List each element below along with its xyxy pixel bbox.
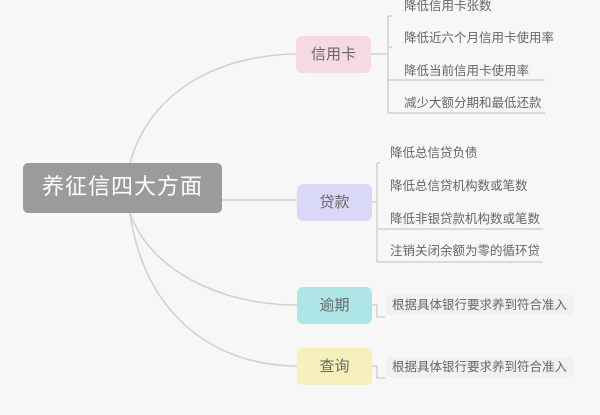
leaf-node[interactable]: 根据具体银行要求养到符合准入 (386, 295, 574, 315)
leaf-node[interactable]: 根据具体银行要求养到符合准入 (386, 357, 574, 377)
leaf-node[interactable]: 降低近六个月信用卡使用率 (404, 30, 555, 45)
root-node[interactable]: 养征信四大方面 (23, 163, 222, 213)
leaf-node[interactable]: 降低信用卡张数 (404, 0, 492, 13)
leaf-node[interactable]: 减少大额分期和最低还款 (404, 95, 542, 110)
leaf-node[interactable]: 降低非银贷款机构数或笔数 (390, 211, 541, 226)
leaf-node[interactable]: 降低总信贷负债 (390, 145, 478, 160)
branch-credit-card[interactable]: 信用卡 (296, 36, 371, 73)
branch-overdue[interactable]: 逾期 (297, 287, 372, 324)
leaf-node[interactable]: 降低当前信用卡使用率 (404, 63, 530, 78)
leaf-node[interactable]: 注销关闭余额为零的循环贷 (390, 243, 541, 258)
branch-query[interactable]: 查询 (297, 348, 372, 385)
leaf-node[interactable]: 降低总信贷机构数或笔数 (390, 178, 528, 193)
branch-loan[interactable]: 贷款 (297, 184, 372, 221)
